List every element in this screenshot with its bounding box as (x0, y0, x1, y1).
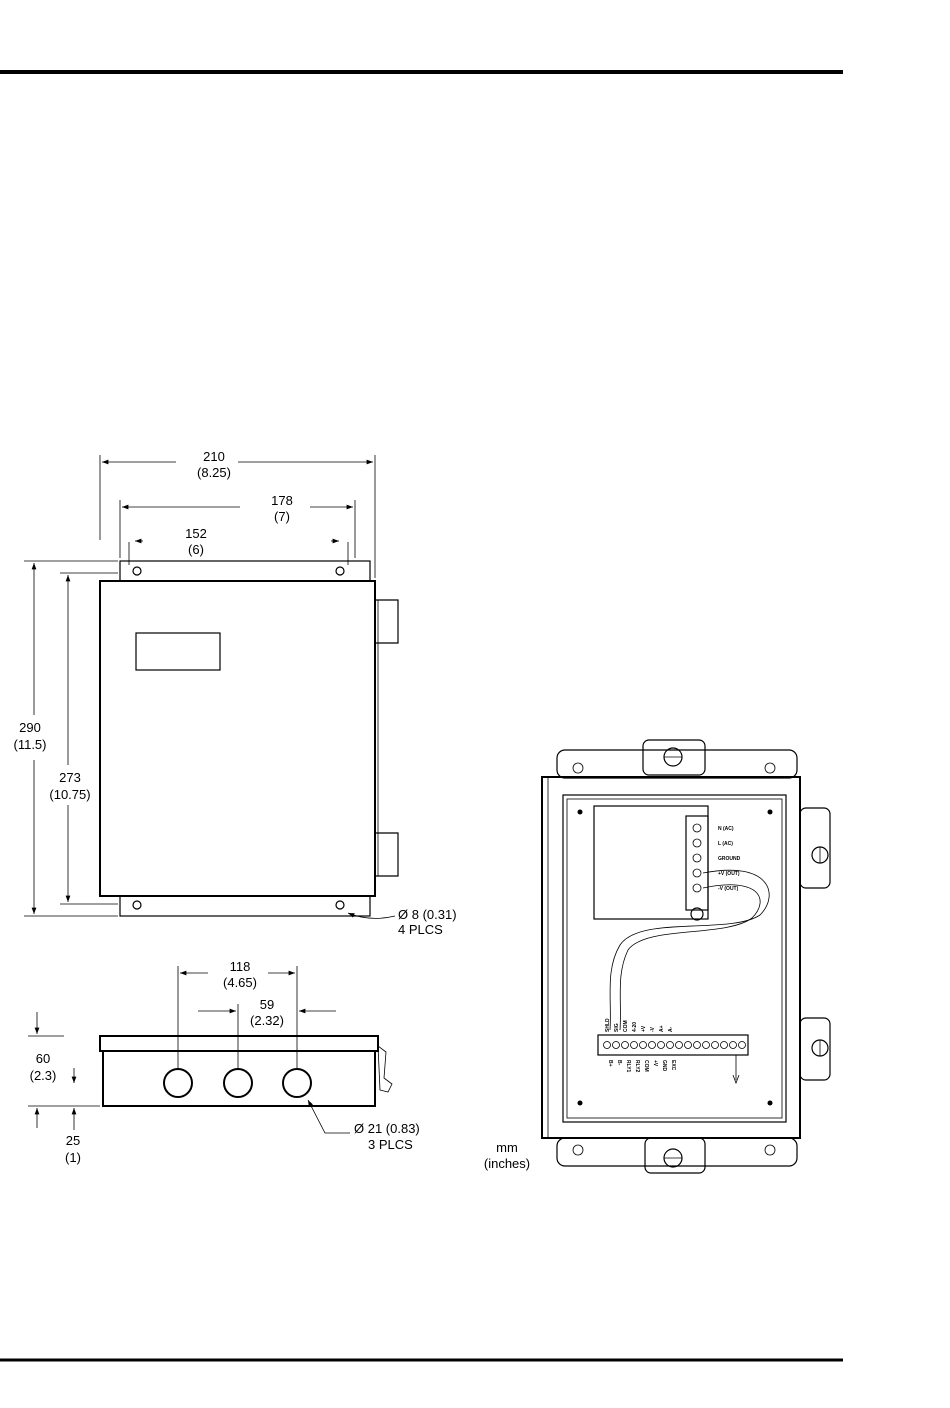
mount-hole-icon (133, 901, 141, 909)
span-mm: 118 (230, 959, 251, 974)
svg-text:RLY2: RLY2 (634, 1060, 640, 1073)
mount-hole-icon (336, 567, 344, 575)
enclosure-lid-edge (100, 1036, 378, 1051)
power-label: N (AC) (718, 826, 734, 832)
svg-text:COM: COM (643, 1060, 649, 1072)
terminal-screws (604, 1042, 746, 1049)
bottom-flange (120, 896, 370, 916)
svg-text:+V: +V (641, 1025, 647, 1032)
svg-text:A-: A- (668, 1026, 674, 1032)
power-terminals (693, 824, 701, 892)
conduit-hole-icon (224, 1069, 252, 1097)
width-in: (8.25) (197, 465, 231, 480)
enclosure-door (100, 581, 375, 896)
svg-text:GND: GND (661, 1060, 667, 1072)
conduit-hole-icon (283, 1069, 311, 1097)
units-mm: mm (496, 1140, 518, 1155)
height-mm: 290 (19, 720, 41, 735)
hinge-top (375, 600, 398, 643)
power-label: +V (OUT) (718, 871, 740, 877)
conduit-callout: Ø 21 (0.83) (354, 1121, 420, 1136)
offset-mm: 25 (66, 1133, 80, 1148)
conduit-hole-icon (164, 1069, 192, 1097)
interior-view: N (AC) L (AC) GROUND +V (OUT) -V (OUT) (542, 740, 830, 1173)
height-in: (11.5) (14, 737, 47, 752)
svg-text:RLY1: RLY1 (625, 1060, 631, 1073)
bottom-view: 118 (4.65) 59 (2.32) 60 (2.3) 25 (1) Ø 2… (28, 959, 420, 1165)
conduit-count: 3 PLCS (368, 1137, 413, 1152)
front-view: 210 (8.25) 178 (7) 152 (6) 290 (11.5) 27… (14, 449, 457, 937)
enclosure-body (542, 777, 800, 1138)
pitch-in: (2.32) (250, 1013, 284, 1028)
svg-text:SHLD: SHLD (605, 1018, 611, 1032)
svg-text:4-20: 4-20 (632, 1022, 638, 1032)
offset-in: (1) (65, 1150, 81, 1165)
power-label: -V (OUT) (718, 886, 739, 892)
svg-text:SIG: SIG (614, 1023, 620, 1032)
hole-spacing-mm: 152 (185, 526, 207, 541)
depth-mm: 60 (36, 1051, 50, 1066)
inner-height-mm: 273 (59, 770, 81, 785)
mount-hole-icon (133, 567, 141, 575)
hole-spacing-in: (6) (188, 542, 204, 557)
hole-count: 4 PLCS (398, 922, 443, 937)
svg-text:COM: COM (623, 1020, 629, 1032)
svg-text:A+: A+ (659, 1025, 665, 1032)
svg-text:EXC: EXC (670, 1060, 676, 1071)
svg-text:B+: B+ (607, 1060, 613, 1067)
wire-harness (610, 870, 769, 1030)
span-in: (4.65) (223, 975, 257, 990)
width-mm: 210 (203, 449, 225, 464)
display-window (136, 633, 220, 670)
svg-text:B-: B- (616, 1060, 622, 1066)
top-flange (120, 561, 370, 581)
depth-in: (2.3) (30, 1068, 57, 1083)
hinge-bottom (375, 833, 398, 876)
pitch-mm: 59 (260, 997, 274, 1012)
inner-width-mm: 178 (271, 493, 293, 508)
units-inches: (inches) (484, 1156, 530, 1171)
svg-text:+V: +V (652, 1060, 658, 1067)
hole-callout: Ø 8 (0.31) (398, 907, 457, 922)
terminal-block (598, 1035, 748, 1055)
latch-icon (378, 1046, 392, 1092)
inner-width-in: (7) (274, 509, 290, 524)
svg-text:-V: -V (650, 1026, 656, 1032)
mount-hole-icon (336, 901, 344, 909)
inner-height-in: (10.75) (49, 787, 90, 802)
power-label: L (AC) (718, 841, 733, 847)
power-supply-module (594, 806, 708, 919)
power-label: GROUND (718, 856, 741, 862)
terminal-labels: SHLD SIG COM 4-20 +V -V A+ A- B+ B- RLY1… (605, 1018, 676, 1073)
